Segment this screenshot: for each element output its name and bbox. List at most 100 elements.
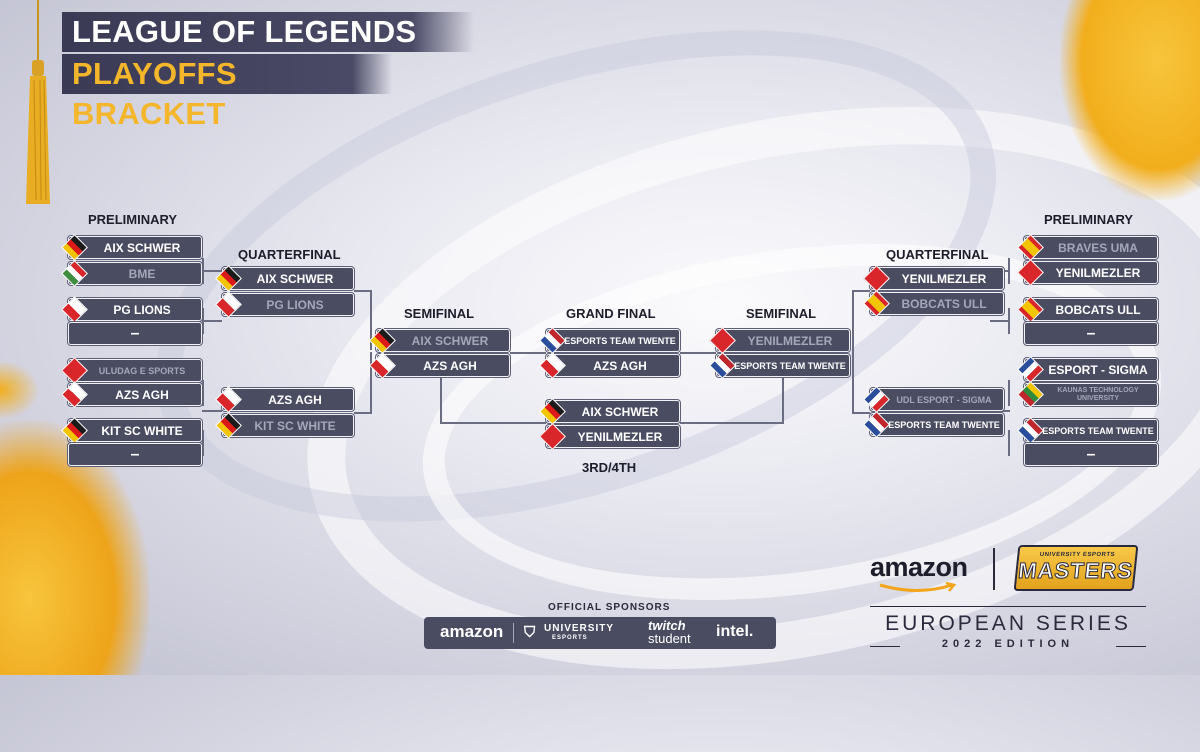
tassel-decoration (26, 0, 50, 204)
connector-line (852, 412, 870, 414)
series-title: EUROPEAN SERIES (885, 612, 1131, 635)
connector-line (440, 376, 442, 424)
flag-icon (61, 381, 88, 408)
series-rule (870, 646, 900, 647)
amazon-logo: amazon (870, 552, 968, 582)
team-slot: YENILMEZLER (539, 423, 680, 450)
team-slot: KIT SC WHITE (61, 417, 202, 444)
connector-line (852, 290, 854, 414)
connector-line (354, 412, 372, 414)
flag-icon (61, 357, 88, 384)
team-slot: YENILMEZLER (863, 265, 1004, 292)
team-slot: BOBCATS ULL (1017, 296, 1158, 323)
stage-label-third-place: 3RD/4TH (582, 460, 637, 475)
flag-icon (1017, 356, 1044, 383)
page-subtitle: PLAYOFFS BRACKET (62, 54, 392, 131)
stage-label-quarterfinal-right: QUARTERFINAL (886, 247, 989, 262)
flag-icon (61, 296, 88, 323)
flag-icon (863, 386, 890, 413)
flag-icon (215, 291, 242, 318)
flag-icon (369, 327, 396, 354)
team-slot-empty: – (68, 443, 202, 466)
stage-label-quarterfinal-left: QUARTERFINAL (238, 247, 341, 262)
team-slot: AIX SCHWER (215, 265, 354, 292)
connector-line (782, 376, 784, 424)
connector-line (354, 290, 372, 292)
sponsor-amazon: amazon (440, 622, 504, 641)
flag-icon (1017, 296, 1044, 323)
connector-line (1008, 380, 1010, 406)
connector-line (370, 352, 372, 414)
team-slot: UDL ESPORT - SIGMA (863, 386, 1004, 413)
flag-icon (1017, 259, 1044, 286)
paint-splash-top-right (1060, 0, 1200, 200)
team-slot: ESPORT - SIGMA (1017, 356, 1158, 383)
team-slot: YENILMEZLER (709, 327, 850, 354)
flag-icon (709, 352, 736, 379)
team-slot-empty: – (1024, 322, 1158, 345)
connector-line (202, 270, 222, 272)
flag-icon (1017, 417, 1044, 444)
sponsor-twitch-sub: student (648, 631, 691, 646)
team-slot: BME (61, 260, 202, 287)
amazon-smile-icon (879, 582, 957, 592)
flag-icon (369, 352, 396, 379)
team-slot: ESPORTS TEAM TWENTE (709, 352, 850, 379)
connector-line (680, 352, 716, 354)
team-slot-empty: – (68, 322, 202, 345)
sponsor-university: UNIVERSITY (544, 623, 615, 634)
shield-icon: ⛉ (524, 624, 536, 641)
stage-label-semifinal-right: SEMIFINAL (746, 306, 817, 321)
connector-line (370, 290, 372, 350)
team-slot: YENILMEZLER (1017, 259, 1158, 286)
sponsor-divider (513, 623, 514, 643)
team-slot: KIT SC WHITE (215, 412, 354, 439)
team-slot: AZS AGH (215, 386, 354, 413)
connector-line (1008, 430, 1010, 456)
flag-icon (539, 352, 566, 379)
team-slot: PG LIONS (61, 296, 202, 323)
team-slot: AIX SCHWER (61, 234, 202, 261)
flag-icon (863, 265, 890, 292)
team-slot: ULUDAG E SPORTS (61, 357, 202, 384)
paint-splash-left (0, 360, 40, 420)
flag-icon (1017, 381, 1044, 408)
series-edition: 2022 EDITION (941, 638, 1075, 650)
connector-line (852, 290, 870, 292)
connector-line (202, 380, 204, 406)
connector-line (510, 352, 546, 354)
stage-label-preliminary-left: PRELIMINARY (88, 212, 178, 227)
team-slot: BOBCATS ULL (863, 290, 1004, 317)
team-slot: AZS AGH (539, 352, 680, 379)
flag-icon (539, 398, 566, 425)
connector-line (990, 410, 1010, 412)
connector-line (202, 410, 222, 412)
sponsors-label: OFFICIAL SPONSORS (548, 602, 671, 613)
flag-icon (709, 327, 736, 354)
team-slot: ESPORTS TEAM TWENTE (1017, 417, 1158, 444)
team-slot: AZS AGH (61, 381, 202, 408)
sponsor-intel: intel. (716, 623, 754, 640)
connector-line (202, 320, 222, 322)
team-slot: KAUNAS TECHNOLOGY UNIVERSITY (1017, 381, 1158, 408)
series-rule (1116, 646, 1146, 647)
flag-icon (61, 417, 88, 444)
flag-icon (539, 423, 566, 450)
team-slot: AIX SCHWER (539, 398, 680, 425)
team-slot: ESPORTS TEAM TWENTE (863, 411, 1004, 438)
masters-logo: UNIVERSITY ESPORTS MASTERS (1013, 545, 1139, 591)
sponsor-twitch: twitch (648, 618, 686, 633)
team-slot: BRAVES UMA (1017, 234, 1158, 261)
team-slot: AZS AGH (369, 352, 510, 379)
flag-icon (1017, 234, 1044, 261)
branding-divider (993, 548, 995, 590)
masters-text: MASTERS (1017, 558, 1135, 584)
stage-label-preliminary-right: PRELIMINARY (1044, 212, 1134, 227)
flag-icon (215, 386, 242, 413)
flag-icon (215, 412, 242, 439)
flag-icon (863, 411, 890, 438)
page-title: LEAGUE OF LEGENDS (62, 12, 474, 52)
connector-line (202, 430, 204, 456)
connector-line (990, 320, 1010, 322)
flag-icon (61, 260, 88, 287)
